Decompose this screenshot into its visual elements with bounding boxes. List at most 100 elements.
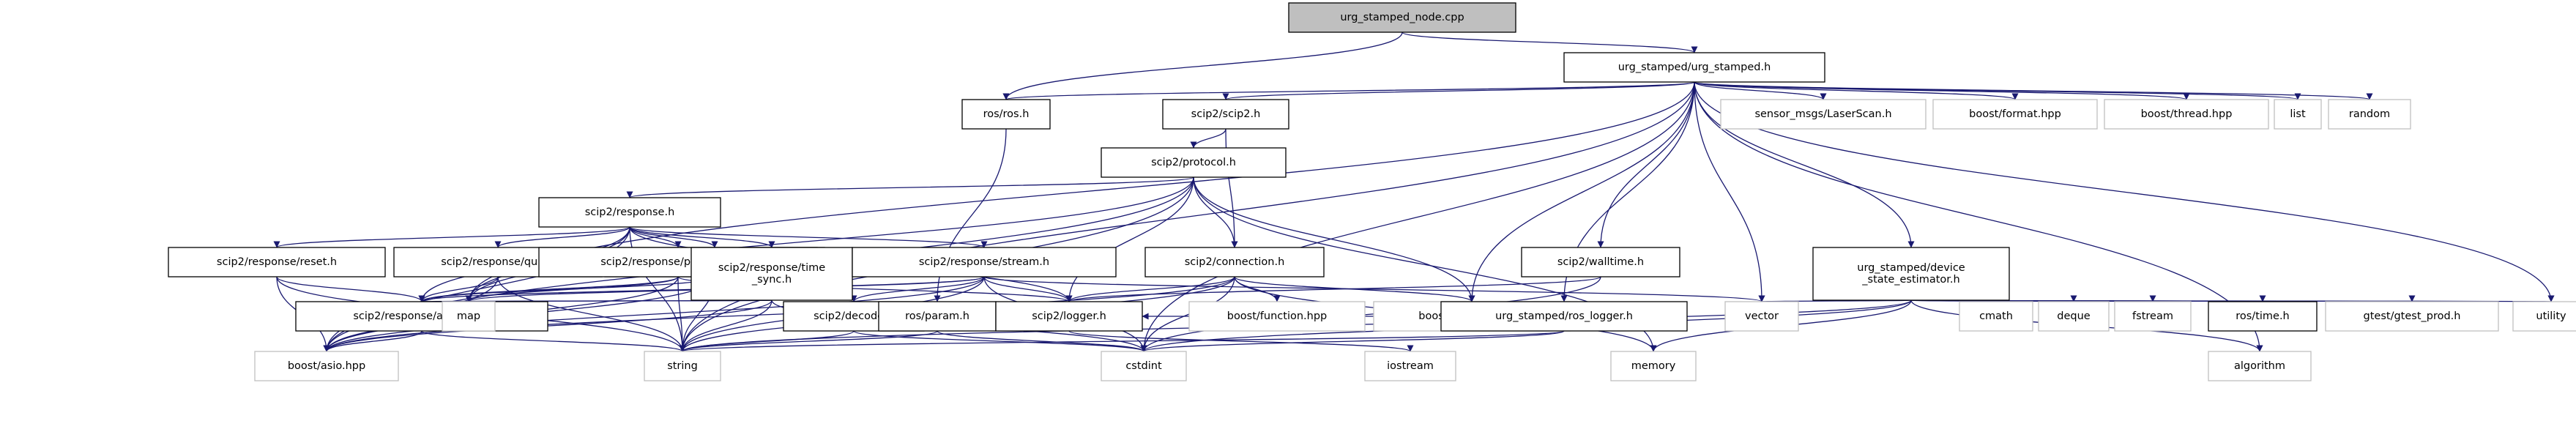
edge-roslogger-to-cstdint bbox=[1140, 330, 1565, 352]
edge-root-to-ros_h bbox=[1002, 31, 1403, 100]
node-gtest-box bbox=[2325, 301, 2499, 332]
edge-decode-to-cstdint bbox=[853, 330, 1147, 352]
node-dse-label-line-1: _state_estimator.h bbox=[1861, 274, 1959, 286]
node-utility-box bbox=[2512, 301, 2576, 332]
node-response[interactable]: scip2/response.h bbox=[538, 197, 721, 228]
node-logger[interactable]: scip2/logger.h bbox=[995, 301, 1143, 332]
node-list-box bbox=[2274, 99, 2322, 130]
edge-timesync-to-asio bbox=[323, 299, 773, 352]
node-format-box bbox=[1932, 99, 2098, 130]
node-connection-box bbox=[1144, 247, 1325, 277]
edge-response-to-asio bbox=[323, 226, 630, 352]
node-roslogger[interactable]: urg_stamped/ros_logger.h bbox=[1440, 301, 1688, 332]
node-cmath-box bbox=[1959, 301, 2033, 332]
node-random-box bbox=[2328, 99, 2411, 130]
node-deque: deque bbox=[2038, 301, 2110, 332]
node-asio-label-line-0: boost/asio.hpp bbox=[288, 360, 365, 372]
node-vector-label-line-0: vector bbox=[1745, 310, 1779, 322]
edge-protocol-to-map bbox=[465, 176, 1194, 302]
node-abstract-box bbox=[295, 301, 548, 332]
node-deque-box bbox=[2038, 301, 2110, 332]
edge-response-to-timesync bbox=[629, 226, 775, 248]
edge-urg_h-to-dse bbox=[1694, 81, 1915, 248]
node-timesync-label-line-0: scip2/response/time bbox=[718, 262, 825, 274]
edge-parameters-to-string bbox=[677, 276, 686, 352]
node-utility: utility bbox=[2512, 301, 2576, 332]
edge-stream-to-logger bbox=[983, 276, 1073, 302]
node-connection[interactable]: scip2/connection.h bbox=[1144, 247, 1325, 277]
node-string: string bbox=[644, 351, 721, 381]
node-rostime-box bbox=[2208, 301, 2318, 332]
node-scip2_h-box bbox=[1162, 99, 1289, 130]
node-walltime-label-line-0: scip2/walltime.h bbox=[1557, 256, 1644, 268]
edge-stream-to-asio bbox=[323, 276, 985, 352]
node-fstream-box bbox=[2114, 301, 2192, 332]
node-cmath: cmath bbox=[1959, 301, 2033, 332]
node-scip2_h[interactable]: scip2/scip2.h bbox=[1162, 99, 1289, 130]
node-asio-box bbox=[254, 351, 399, 381]
edge-abstract-to-string bbox=[421, 330, 686, 352]
edge-response-to-stream bbox=[629, 226, 988, 248]
node-dse[interactable]: urg_stamped/device_state_estimator.h bbox=[1812, 247, 2010, 301]
node-memory: memory bbox=[1610, 351, 1697, 381]
node-dse-label-line-0: urg_stamped/device bbox=[1857, 262, 1965, 274]
edge-urg_h-to-ros_h bbox=[1003, 81, 1695, 100]
edge-walltime-to-logger bbox=[1065, 276, 1601, 302]
node-algorithm-box bbox=[2208, 351, 2312, 381]
node-scip2_h-label-line-0: scip2/scip2.h bbox=[1191, 108, 1261, 120]
edge-param-to-cstdint bbox=[937, 330, 1147, 352]
node-laserscan-box bbox=[1720, 99, 1927, 130]
node-timesync[interactable]: scip2/response/time_sync.h bbox=[690, 247, 853, 301]
node-reset-box bbox=[168, 247, 386, 277]
node-reset[interactable]: scip2/response/reset.h bbox=[168, 247, 386, 277]
node-cmath-label-line-0: cmath bbox=[1979, 310, 2013, 322]
node-root[interactable]: urg_stamped_node.cpp bbox=[1288, 2, 1516, 33]
edge-abstract-to-asio bbox=[323, 330, 422, 352]
node-thread-box bbox=[2104, 99, 2269, 130]
edge-protocol-to-logger bbox=[1065, 176, 1194, 302]
edge-protocol-to-bind bbox=[1193, 176, 1475, 302]
node-param[interactable]: ros/param.h bbox=[878, 301, 997, 332]
node-vector-box bbox=[1724, 301, 1799, 332]
node-format-label-line-0: boost/format.hpp bbox=[1969, 108, 2061, 120]
node-quit-label-line-0: scip2/response/quit.h bbox=[441, 256, 555, 268]
node-stream[interactable]: scip2/response/stream.h bbox=[852, 247, 1117, 277]
edge-urg_h-to-cstdint bbox=[1140, 81, 1695, 352]
edge-protocol-to-connection bbox=[1193, 176, 1238, 248]
node-logger-box bbox=[995, 301, 1143, 332]
edge-logger-to-iostream bbox=[1068, 330, 1414, 352]
node-ros_h-box bbox=[961, 99, 1051, 130]
node-urg_h-label-line-0: urg_stamped/urg_stamped.h bbox=[1618, 62, 1771, 73]
edge-connection-to-function bbox=[1234, 276, 1281, 302]
node-rostime[interactable]: ros/time.h bbox=[2208, 301, 2318, 332]
edge-walltime-to-cstdint bbox=[1140, 276, 1601, 352]
edge-urg_h-to-format bbox=[1694, 81, 2019, 100]
edge-timesync-to-string bbox=[679, 299, 773, 352]
node-cstdint: cstdint bbox=[1101, 351, 1187, 381]
node-stream-box bbox=[852, 247, 1117, 277]
node-string-label-line-0: string bbox=[667, 360, 698, 372]
node-param-label-line-0: ros/param.h bbox=[905, 310, 969, 322]
edge-urg_h-to-vector bbox=[1694, 81, 1765, 302]
node-protocol[interactable]: scip2/protocol.h bbox=[1101, 147, 1287, 178]
node-laserscan: sensor_msgs/LaserScan.h bbox=[1720, 99, 1927, 130]
node-abstract[interactable]: scip2/response/abstract.h bbox=[295, 301, 548, 332]
node-iostream-label-line-0: iostream bbox=[1387, 360, 1434, 372]
node-list: list bbox=[2274, 99, 2322, 130]
node-ros_h[interactable]: ros/ros.h bbox=[961, 99, 1051, 130]
node-cstdint-label-line-0: cstdint bbox=[1125, 360, 1162, 372]
node-reset-label-line-0: scip2/response/reset.h bbox=[217, 256, 337, 268]
node-dse-box bbox=[1812, 247, 2010, 301]
node-urg_h[interactable]: urg_stamped/urg_stamped.h bbox=[1563, 52, 1825, 83]
node-timesync-label-line-1: _sync.h bbox=[751, 274, 792, 286]
edge-parameters-to-abstract bbox=[418, 276, 679, 302]
edge-decode-to-string bbox=[679, 330, 855, 352]
node-gtest: gtest/gtest_prod.h bbox=[2325, 301, 2499, 332]
node-decode-label-line-0: scip2/decode.h bbox=[814, 310, 894, 322]
edge-urg_h-to-scip2_h bbox=[1222, 81, 1695, 100]
node-walltime[interactable]: scip2/walltime.h bbox=[1521, 247, 1680, 277]
node-logger-label-line-0: scip2/logger.h bbox=[1032, 310, 1106, 322]
edge-response-to-reset bbox=[273, 226, 630, 248]
node-response-box bbox=[538, 197, 721, 228]
node-map-box bbox=[442, 301, 496, 332]
